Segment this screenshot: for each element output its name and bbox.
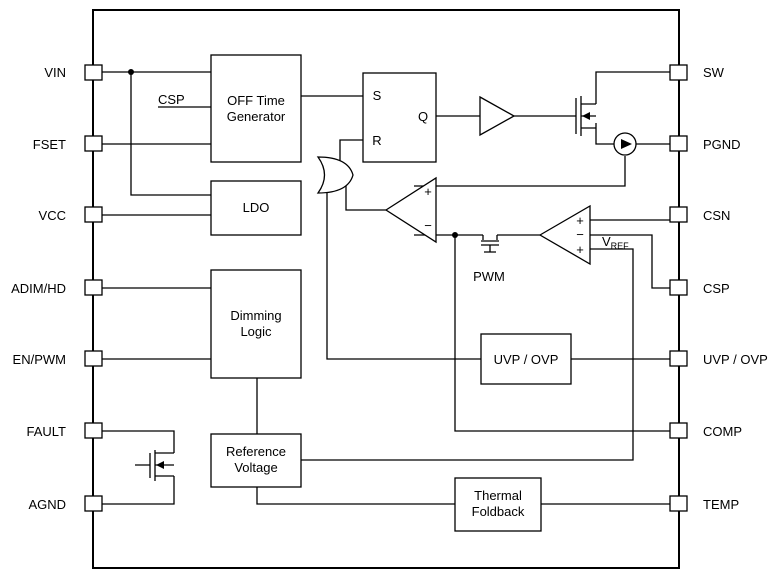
pwm-switch <box>481 235 499 253</box>
comparator-plus: + <box>424 184 432 199</box>
pin-pad-csn <box>669 206 688 223</box>
pin-pad-adim-hd <box>84 279 103 296</box>
uvp-ovp-block-label: UVP / OVP <box>494 352 559 367</box>
latch-q-label: Q <box>418 109 428 124</box>
or-gate <box>316 156 354 194</box>
dimming-label-1: Dimming <box>230 308 281 323</box>
reference-label-1: Reference <box>226 444 286 459</box>
pin-pad-fset <box>84 135 103 152</box>
pin-pad-agnd <box>84 495 103 512</box>
pin-comp-label: COMP <box>703 424 742 439</box>
pin-pgnd-label: PGND <box>703 137 741 152</box>
gate-driver-buffer <box>479 95 516 137</box>
pin-pad-vcc <box>84 206 103 223</box>
uvp-ovp-block: UVP / OVP <box>480 333 572 385</box>
dimming-logic-block: Dimming Logic <box>210 269 302 379</box>
pin-adim-hd-label: ADIM/HD <box>11 281 66 296</box>
wires <box>102 71 670 505</box>
left-pins: VIN FSET VCC ADIM/HD EN/PWM FAULT AGND <box>11 64 103 512</box>
sr-latch: S R Q <box>362 72 437 163</box>
pin-pad-sw <box>669 64 688 81</box>
pin-pad-csp <box>669 279 688 296</box>
pin-pad-en-pwm <box>84 350 103 367</box>
pin-en-pwm-label: EN/PWM <box>13 352 66 367</box>
pin-vin-label: VIN <box>44 65 66 80</box>
fault-mosfet <box>135 450 174 481</box>
pin-pad-temp <box>669 495 688 512</box>
current-comparator: + − <box>384 176 437 244</box>
vref-label: VREF <box>602 234 629 251</box>
thermal-label-2: Foldback <box>472 504 525 519</box>
off-time-label-1: OFF Time <box>227 93 285 108</box>
pwm-label: PWM <box>473 269 505 284</box>
error-amp-minus: − <box>576 227 584 242</box>
latch-r-label: R <box>372 133 381 148</box>
power-mosfet <box>568 96 596 136</box>
pin-fset-label: FSET <box>33 137 66 152</box>
comparator-minus: − <box>424 218 432 233</box>
thermal-foldback-block: Thermal Foldback <box>454 477 542 532</box>
off-time-generator-block: OFF Time Generator <box>210 54 302 163</box>
current-sense-element <box>613 132 637 156</box>
pin-vcc-label: VCC <box>39 208 66 223</box>
pin-uvp-ovp-label: UVP / OVP <box>703 352 768 367</box>
pin-pad-comp <box>669 422 688 439</box>
reference-label-2: Voltage <box>234 460 277 475</box>
ldo-label: LDO <box>243 200 270 215</box>
right-pins: SW PGND CSN CSP UVP / OVP COMP TEMP <box>669 64 768 512</box>
pin-pad-fault <box>84 422 103 439</box>
pin-temp-label: TEMP <box>703 497 739 512</box>
error-amplifier: + − + <box>538 204 591 266</box>
thermal-label-1: Thermal <box>474 488 522 503</box>
reference-voltage-block: Reference Voltage <box>210 433 302 488</box>
csp-input-label: CSP <box>158 92 185 107</box>
pin-csp-label: CSP <box>703 281 730 296</box>
pin-pad-vin <box>84 64 103 81</box>
pin-fault-label: FAULT <box>27 424 67 439</box>
junction-dot <box>452 232 458 238</box>
ldo-block: LDO <box>210 180 302 236</box>
pin-pad-uvp-ovp <box>669 350 688 367</box>
pin-agnd-label: AGND <box>28 497 66 512</box>
junction-dot <box>128 69 134 75</box>
off-time-label-2: Generator <box>227 109 286 124</box>
dimming-label-2: Logic <box>240 324 272 339</box>
pin-pad-pgnd <box>669 135 688 152</box>
error-amp-plus-top: + <box>576 213 584 228</box>
pin-csn-label: CSN <box>703 208 730 223</box>
error-amp-plus-bottom: + <box>576 242 584 257</box>
pin-sw-label: SW <box>703 65 725 80</box>
latch-s-label: S <box>373 88 382 103</box>
